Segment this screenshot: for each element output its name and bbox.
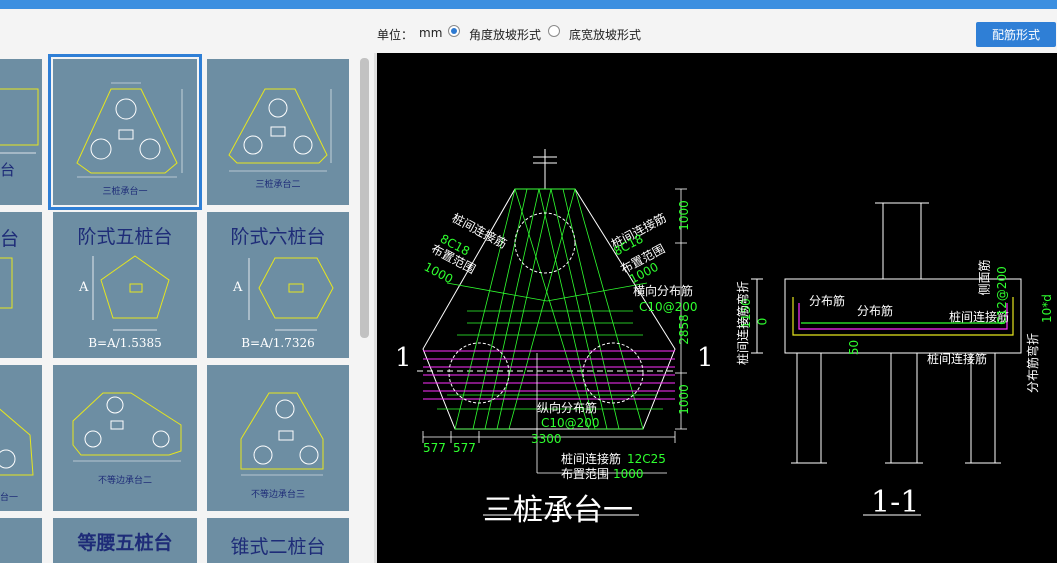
plan-v-dist-value: C10@200 [541,416,600,430]
tile-three-pile-cap-2-caption: 三桩承台二 [255,180,301,190]
tile-cone-two-pile[interactable]: 锥式二桩台 [207,518,349,563]
tile-isosceles-five-pile-title: 等腰五桩台 [77,532,173,554]
section-dist-label-2: 分布筋 [857,304,894,318]
section-marker-left: 1 [395,343,412,373]
section-link-bottom-label: 桩间连接筋 [927,352,988,366]
section-vert-left-label: 桩间连接筋弯折 [736,280,750,365]
section-vert-right-value: 10*d [1040,294,1054,323]
tile-unequal-cap-2-caption: 不等边承台二 [97,476,152,486]
tile-unequal-cap-3-caption: 不等边承台三 [250,490,305,500]
section-marker-right: 1 [697,343,714,373]
tile-partial-3-caption: 台一 [0,493,19,503]
tile-cone-two-pile-title: 锥式二桩台 [230,536,326,558]
tile-stepped-five-axis: A [79,280,89,295]
plan-v-dist-label: 纵向分布筋 [537,401,598,415]
cad-drawing-canvas: 桩间连接筋 8C18 布置范围 1000 桩间连接筋 8C18 布置范围 100… [377,53,1057,563]
tile-three-pile-cap-1[interactable]: 三桩承台一 [48,54,202,210]
tile-partial-2-title: 台 [0,228,20,250]
bottom-width-slope-label[interactable]: 底宽放坡形式 [569,28,642,42]
options-toolbar [0,9,1057,53]
section-dim-50: 50 [847,339,862,356]
plan-bottom-range-value: 1000 [613,467,644,481]
pile-cap-gallery: 台 台 台一 三桩承台一 三 [0,53,356,563]
plan-dims-right [675,188,687,430]
tile-partial-3[interactable]: 台一 [0,365,42,511]
tile-three-pile-cap-2[interactable]: 三桩承台二 [207,59,349,205]
rebar-form-button[interactable]: 配筋形式 [976,22,1056,47]
tile-partial-1-title: 台 [0,161,16,179]
section-dist-label-1: 分布筋 [809,294,846,308]
angle-slope-radio[interactable] [448,25,460,37]
plan-dims-bottom [422,431,676,443]
plan-piles [448,212,644,404]
tile-partial-1[interactable]: 台 [0,59,42,205]
unit-value: mm [419,26,443,40]
plan-title: 三桩承台一 [483,493,633,528]
plan-dim-right-2: 2858 [676,314,691,345]
tile-unequal-cap-3[interactable]: 不等边承台三 [207,365,349,511]
section-rebar [792,297,1014,336]
section-side-bar-label: 侧面筋 [977,259,992,296]
section-title: 1-1 [871,485,920,520]
tile-partial-2[interactable]: 台 [0,212,42,358]
tile-three-pile-cap-1-caption: 三桩承台一 [102,187,148,197]
plan-bottom-link-value: 12C25 [627,452,666,466]
section-view [751,202,1022,516]
section-link-top-label: 桩间连接筋 [949,310,1010,324]
plan-bottom-link-label: 桩间连接筋 [561,452,622,466]
window-title-bar [0,0,1057,9]
gallery-scroll-thumb[interactable] [360,58,369,338]
unit-label: 单位： [377,28,414,42]
cad-drawing [417,149,1022,516]
plan-dim-bottom-3: 3300 [531,432,562,446]
plan-dim-bottom-1: 577 [423,441,446,455]
tile-stepped-six-formula: B=A/1.7326 [241,336,315,350]
plan-bottom-range-label: 布置范围 [561,467,610,481]
tile-stepped-six-axis: A [233,280,243,295]
section-vert-right-label: 分布筋弯折 [1026,332,1040,393]
tile-stepped-five-formula: B=A/1.5385 [88,336,162,350]
plan-dim-right-1: 1000 [676,200,691,231]
plan-dim-right-3: 1000 [676,384,691,415]
panel-divider [374,53,377,563]
tile-stepped-five-pile[interactable]: 阶式五桩台 A B=A/1.5385 [53,212,197,358]
angle-slope-label[interactable]: 角度放坡形式 [469,28,542,42]
plan-rebar-magenta [423,350,675,400]
tile-stepped-five-pile-title: 阶式五桩台 [77,226,173,248]
tile-stepped-six-pile[interactable]: 阶式六桩台 A B=A/1.7326 [207,212,349,358]
plan-h-dist-value: C10@200 [639,300,698,314]
section-side-bar-value: C12@200 [994,266,1009,325]
section-dim-0: 0 [755,317,770,326]
tile-partial-4[interactable] [0,518,42,563]
tile-stepped-six-pile-title: 阶式六桩台 [230,226,326,248]
bottom-width-slope-radio[interactable] [548,25,560,37]
plan-h-dist-label: 横向分布筋 [633,284,694,298]
tile-isosceles-five-pile[interactable]: 等腰五桩台 [53,518,197,563]
tile-unequal-cap-2[interactable]: 不等边承台二 [53,365,197,511]
plan-dim-bottom-2: 577 [453,441,476,455]
